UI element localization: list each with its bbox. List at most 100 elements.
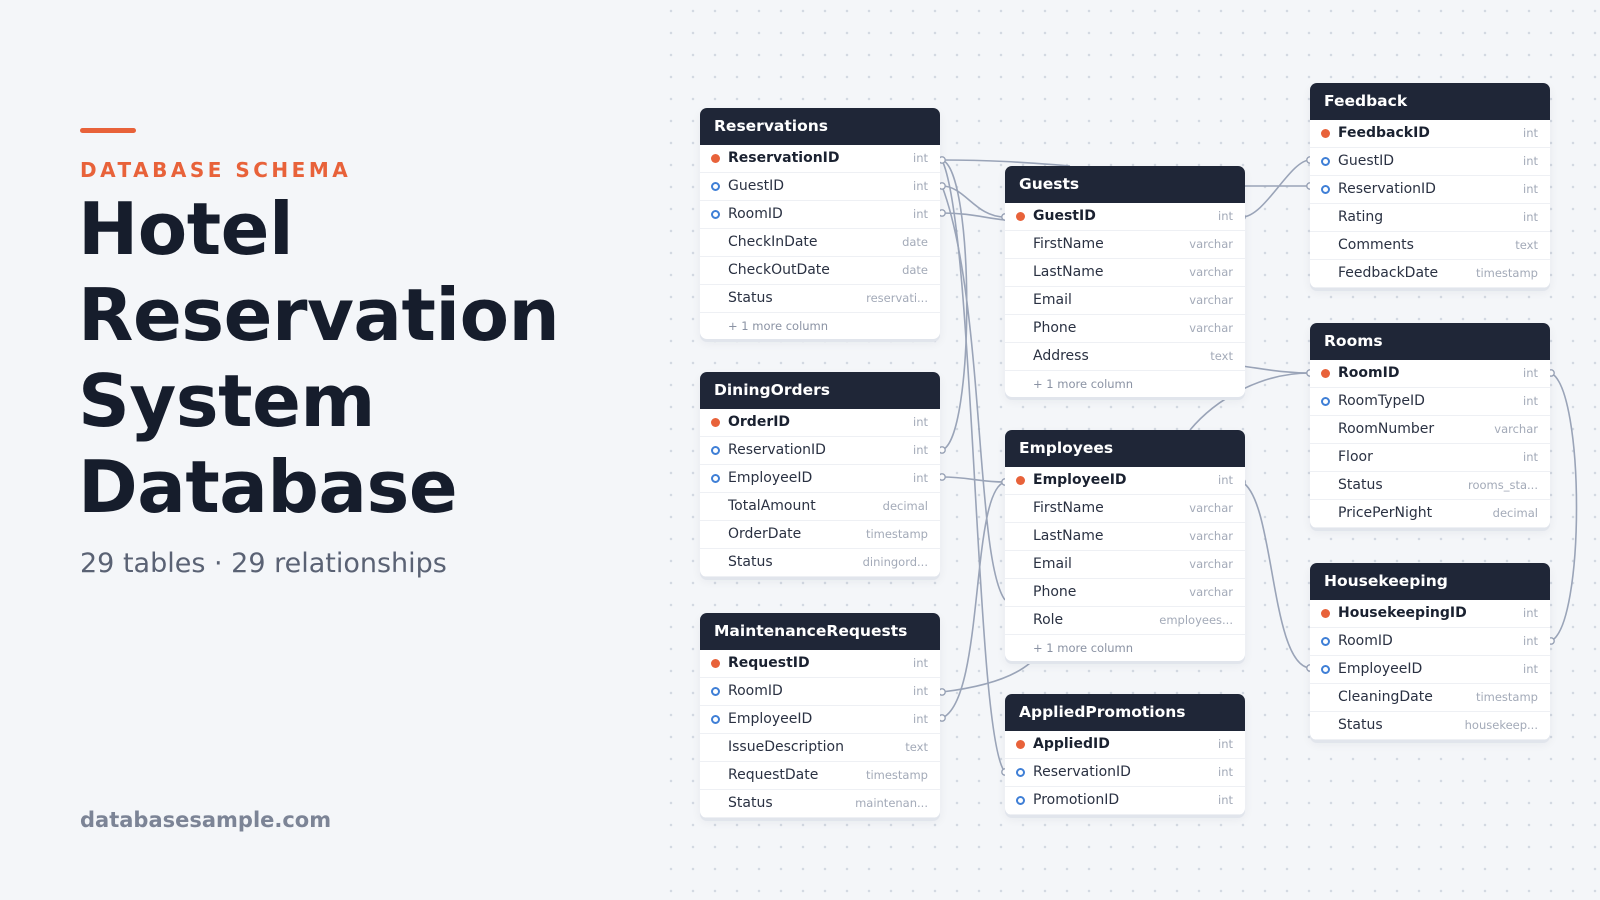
column-name: Status (1338, 717, 1383, 733)
column-type: diningord... (862, 555, 928, 569)
table-header[interactable]: DiningOrders (700, 372, 940, 409)
column-type: int (913, 712, 928, 726)
column-type: varchar (1189, 557, 1233, 571)
column-name: FeedbackID (1338, 125, 1430, 141)
column-name: TotalAmount (728, 498, 816, 514)
column-name: GuestID (728, 178, 785, 194)
column-type: int (1523, 394, 1538, 408)
column-name: CleaningDate (1338, 689, 1433, 705)
column-type: varchar (1189, 529, 1233, 543)
foreign-key-icon (711, 210, 720, 219)
more-columns-link[interactable]: + 1 more column (1033, 641, 1134, 655)
column-type: date (902, 263, 928, 277)
column-type: int (1218, 793, 1233, 807)
table-header[interactable]: Housekeeping (1310, 563, 1550, 600)
table-header[interactable]: Guests (1005, 166, 1245, 203)
column-name: Role (1033, 612, 1064, 628)
foreign-key-icon (711, 446, 720, 455)
column-type: int (1218, 473, 1233, 487)
site-link[interactable]: databasesample.com (80, 808, 332, 832)
intro-panel: DATABASE SCHEMA Hotel Reservation System… (0, 0, 660, 900)
table-header[interactable]: Reservations (700, 108, 940, 145)
column-type: varchar (1189, 321, 1233, 335)
column-type: text (1515, 238, 1538, 252)
column-name: PricePerNight (1338, 505, 1433, 521)
table-header[interactable]: Feedback (1310, 83, 1550, 120)
table-header[interactable]: Employees (1005, 430, 1245, 467)
column-name: Rating (1338, 209, 1384, 225)
more-columns-link[interactable]: + 1 more column (1033, 377, 1134, 391)
primary-key-icon (711, 418, 720, 427)
column-name: Floor (1338, 449, 1373, 465)
table-header[interactable]: MaintenanceRequests (700, 613, 940, 650)
table-header[interactable]: AppliedPromotions (1005, 694, 1245, 731)
column-name: RoomID (728, 683, 783, 699)
eyebrow-label: DATABASE SCHEMA (80, 158, 352, 182)
table-header[interactable]: Rooms (1310, 323, 1550, 360)
primary-key-icon (1016, 476, 1025, 485)
more-columns-link[interactable]: + 1 more column (728, 319, 829, 333)
primary-key-icon (711, 154, 720, 163)
primary-key-icon (711, 659, 720, 668)
